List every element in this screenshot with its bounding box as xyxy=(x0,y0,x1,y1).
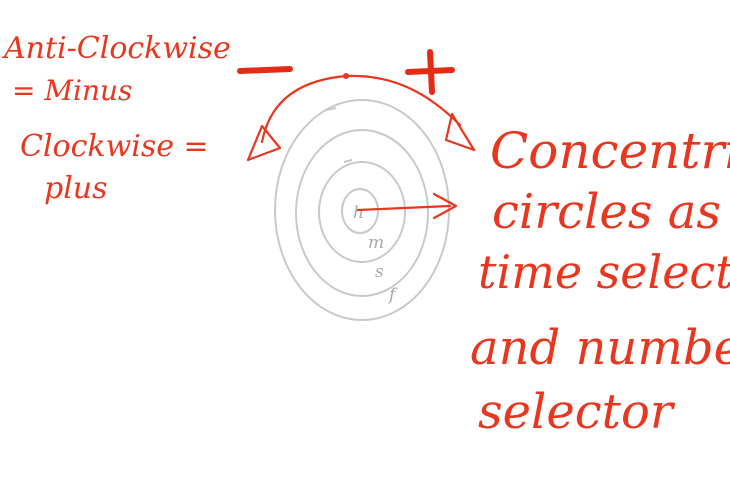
label-frames: f xyxy=(387,285,398,305)
caption: Concentric circles as time selector and … xyxy=(470,122,730,440)
note-anticlockwise: Anti-Clockwise xyxy=(1,31,231,66)
note-clockwise: Clockwise = xyxy=(20,129,209,164)
note-equals-minus: = Minus xyxy=(12,74,132,107)
label-hours: h xyxy=(353,203,364,223)
caption-line-2: circles as xyxy=(492,184,721,240)
caption-line-3: time selector xyxy=(478,245,730,299)
caption-line-1: Concentric xyxy=(490,122,730,180)
ring-hours xyxy=(341,188,379,234)
label-seconds: s xyxy=(375,262,384,282)
arc-centre-dot xyxy=(343,73,349,79)
ring-minutes xyxy=(318,161,406,263)
ring-seconds xyxy=(295,129,429,297)
direction-symbols xyxy=(237,49,455,95)
label-minutes: m xyxy=(368,233,384,253)
radial-arrowhead-icon xyxy=(432,192,458,220)
note-plus: plus xyxy=(44,171,108,206)
plus-icon-vertical xyxy=(427,49,435,95)
ring-tick-outer xyxy=(325,107,337,111)
rotation-arc xyxy=(246,73,476,162)
caption-line-4: and number xyxy=(470,320,730,376)
arrowhead-left-icon xyxy=(246,124,282,162)
rotation-notes: Anti-Clockwise = Minus Clockwise = plus xyxy=(1,31,231,206)
arrowhead-right-icon xyxy=(444,112,476,152)
caption-line-5: selector xyxy=(478,384,676,440)
ring-labels: h m s f xyxy=(353,203,398,305)
radial-arrow xyxy=(356,192,458,220)
radial-arrow-line xyxy=(356,204,452,212)
minus-icon xyxy=(237,66,293,74)
ring-tick-inner xyxy=(343,159,353,163)
